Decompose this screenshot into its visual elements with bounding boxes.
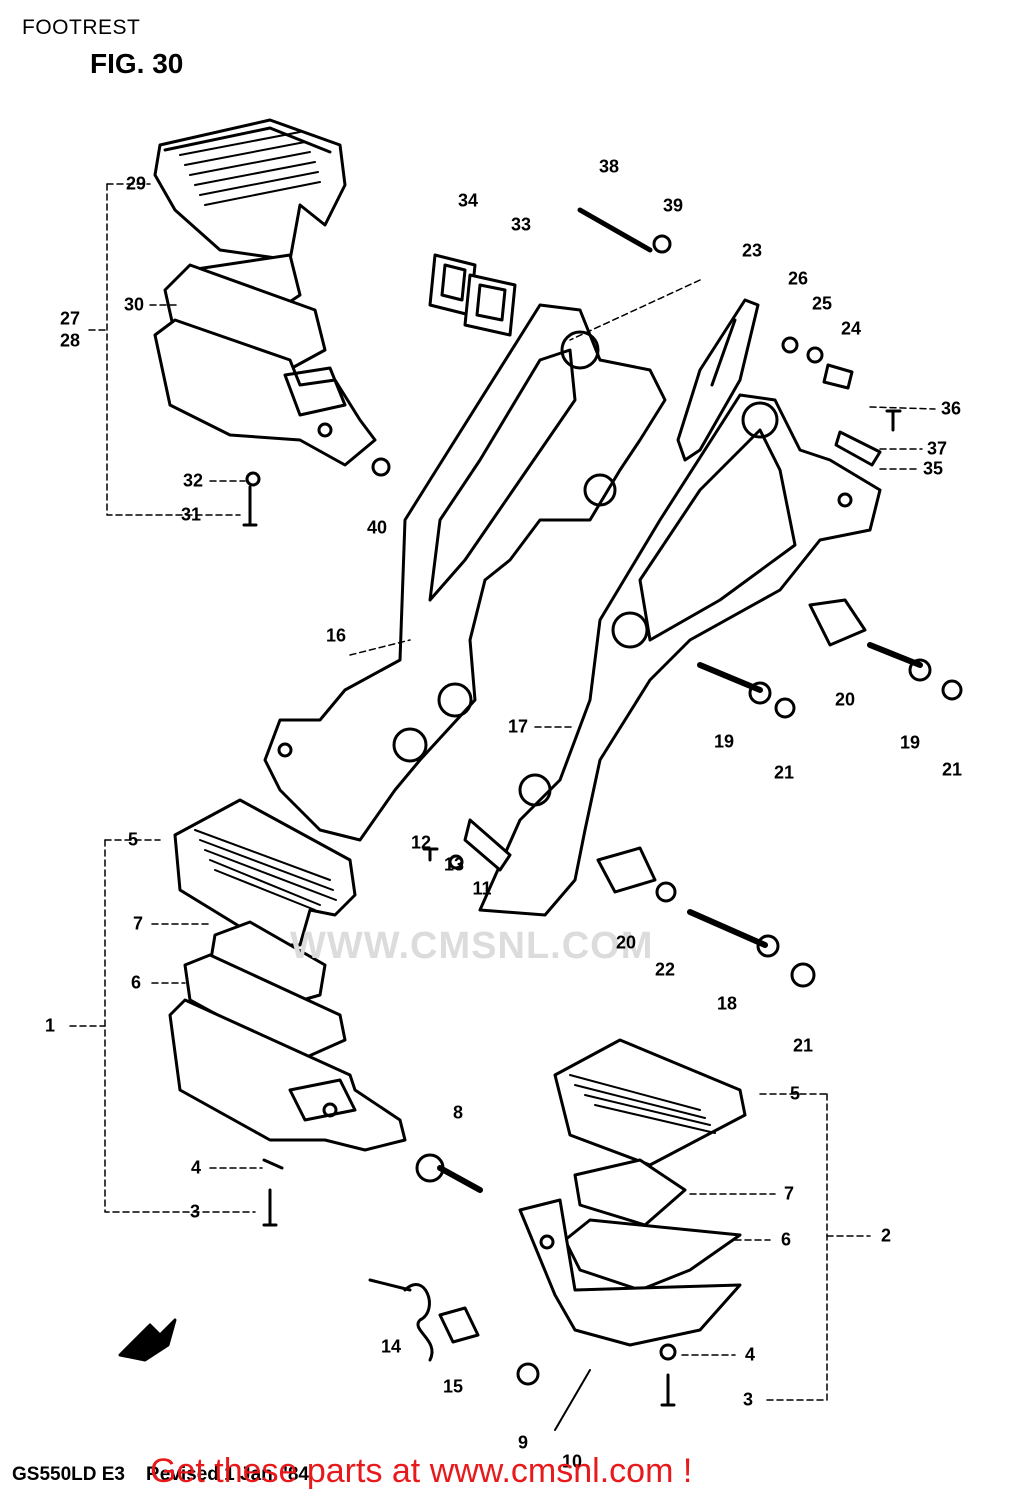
- part-number-29[interactable]: 29: [125, 173, 147, 194]
- revision-date: Revised 1 Jan. '84: [146, 1464, 309, 1485]
- fwd-arrow-icon: [118, 1318, 177, 1362]
- part-number-19[interactable]: 19: [899, 732, 921, 753]
- part-number-16[interactable]: 16: [325, 625, 347, 646]
- part-number-25[interactable]: 25: [811, 293, 833, 314]
- part-number-35[interactable]: 35: [922, 458, 944, 479]
- part-number-37[interactable]: 37: [926, 438, 948, 459]
- rubber-dampers: [428, 253, 517, 337]
- part-number-6[interactable]: 6: [130, 972, 142, 993]
- passenger-footpeg-left: [153, 118, 391, 527]
- part-number-9[interactable]: 9: [517, 1432, 529, 1453]
- part-number-5[interactable]: 5: [127, 829, 139, 850]
- watermark: WWW.CMSNL.COM: [290, 925, 654, 967]
- part-number-1[interactable]: 1: [44, 1015, 56, 1036]
- part-number-27[interactable]: 27: [59, 308, 81, 329]
- part-number-14[interactable]: 14: [380, 1336, 402, 1357]
- part-number-28[interactable]: 28: [59, 330, 81, 351]
- part-number-21[interactable]: 21: [792, 1035, 814, 1056]
- part-number-22[interactable]: 22: [654, 959, 676, 980]
- rider-footpeg-left: [168, 798, 407, 1227]
- page-title: FOOTREST: [22, 16, 141, 39]
- promo-link[interactable]: Get these parts at www.cmsnl.com !: [150, 1452, 693, 1490]
- part-number-4[interactable]: 4: [744, 1344, 756, 1365]
- figure-number: FIG. 30: [90, 48, 184, 79]
- part-number-7[interactable]: 7: [132, 913, 144, 934]
- part-number-4[interactable]: 4: [190, 1157, 202, 1178]
- part-number-40[interactable]: 40: [366, 517, 388, 538]
- rider-footpeg-right: [518, 1038, 747, 1407]
- part-number-20[interactable]: 20: [615, 932, 637, 953]
- part-number-21[interactable]: 21: [941, 759, 963, 780]
- part-number-39[interactable]: 39: [662, 195, 684, 216]
- part-number-2[interactable]: 2: [880, 1225, 892, 1246]
- part-number-31[interactable]: 31: [180, 504, 202, 525]
- part-number-20[interactable]: 20: [834, 689, 856, 710]
- footrest-bracket-17: [478, 393, 882, 917]
- part-number-32[interactable]: 32: [182, 470, 204, 491]
- model-code: GS550LD E3: [12, 1464, 125, 1485]
- part-number-3[interactable]: 3: [189, 1201, 201, 1222]
- link-plate-23: [577, 207, 902, 467]
- part-number-33[interactable]: 33: [510, 214, 532, 235]
- part-number-13[interactable]: 13: [443, 854, 465, 875]
- pivot-hardware: [422, 598, 963, 988]
- part-number-8[interactable]: 8: [452, 1102, 464, 1123]
- part-number-23[interactable]: 23: [741, 240, 763, 261]
- part-number-21[interactable]: 21: [773, 762, 795, 783]
- part-number-10[interactable]: 10: [561, 1451, 583, 1472]
- part-number-24[interactable]: 24: [840, 318, 862, 339]
- part-number-18[interactable]: 18: [716, 993, 738, 1014]
- part-number-17[interactable]: 17: [507, 716, 529, 737]
- part-number-11[interactable]: 11: [472, 878, 492, 899]
- part-number-6[interactable]: 6: [780, 1229, 792, 1250]
- part-number-19[interactable]: 19: [713, 731, 735, 752]
- leader-lines: [69, 183, 936, 1401]
- part-number-12[interactable]: 12: [410, 832, 432, 853]
- part-number-30[interactable]: 30: [123, 294, 145, 315]
- part-number-15[interactable]: 15: [442, 1376, 464, 1397]
- part-number-38[interactable]: 38: [598, 156, 620, 177]
- part-number-5[interactable]: 5: [789, 1083, 801, 1104]
- part-number-26[interactable]: 26: [787, 268, 809, 289]
- part-number-36[interactable]: 36: [940, 398, 962, 419]
- part-number-7[interactable]: 7: [783, 1183, 795, 1204]
- pivot-pin-set: [368, 1153, 591, 1431]
- part-number-34[interactable]: 34: [457, 190, 479, 211]
- footrest-bracket-16: [263, 303, 667, 842]
- part-number-3[interactable]: 3: [742, 1389, 754, 1410]
